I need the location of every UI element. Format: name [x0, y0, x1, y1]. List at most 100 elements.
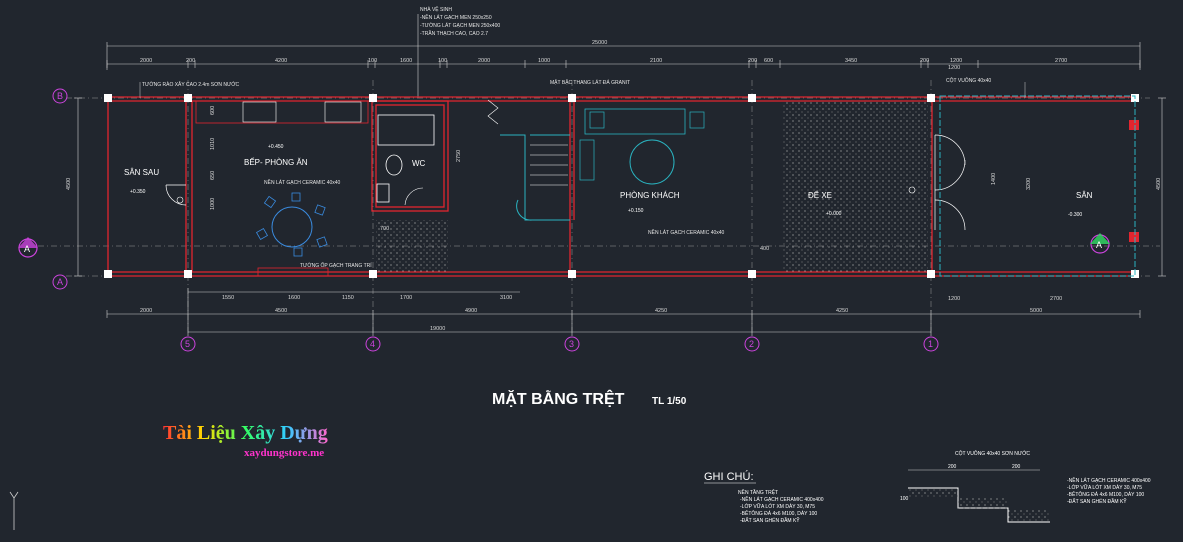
- level-kitchen: +0.450: [268, 144, 284, 150]
- grid-bubble-row-a: A: [52, 274, 68, 290]
- top-dimension-labels: 2000 200 4200 100 1600 100 2000 1000 210…: [140, 58, 1067, 64]
- svg-text:200: 200: [748, 58, 757, 64]
- svg-text:3: 3: [569, 339, 574, 349]
- level-backyard: +0.350: [130, 189, 146, 195]
- svg-text:2700: 2700: [1050, 296, 1062, 302]
- room-label-wc: WC: [412, 159, 426, 168]
- svg-text:1200: 1200: [948, 296, 960, 302]
- svg-text:4250: 4250: [655, 308, 667, 314]
- svg-text:19000: 19000: [430, 326, 445, 332]
- wall-tile-note: TƯỜNG ỐP GẠCH TRANG TRÍ: [300, 262, 372, 269]
- level-living: +0.150: [628, 208, 644, 214]
- svg-text:A: A: [24, 244, 30, 254]
- step-detail: CỘT VUÔNG 40x40 SƠN NƯỚC 200 200 100 -NỀ…: [900, 450, 1151, 523]
- bottom-dimension-chains: [106, 288, 1141, 336]
- svg-text:200: 200: [920, 58, 929, 64]
- legend-notes: GHI CHÚ: NỀN TẦNG TRỆT -NỀN LÁT GẠCH CER…: [704, 470, 824, 524]
- living-room-area: PHÒNG KHÁCH +0.150 NỀN LÁT GẠCH CERAMIC …: [579, 108, 725, 236]
- inner-dimensions: 2750 1200 2700 600 1010 650 1000 700 400…: [210, 65, 1062, 302]
- svg-text:B: B: [57, 91, 63, 101]
- grid-bubble-col-1: 1: [923, 336, 939, 352]
- columns: [104, 94, 1139, 278]
- svg-text:-BÊTÔNG ĐÁ 4x6 M100, DÀY 100: -BÊTÔNG ĐÁ 4x6 M100, DÀY 100: [740, 509, 817, 517]
- bottom-dimension-labels: 1550 1600 1150 1700 3100 2000 4500 4900 …: [140, 295, 1042, 332]
- svg-text:1550: 1550: [222, 295, 234, 301]
- svg-text:2000: 2000: [478, 58, 490, 64]
- section-mark-right: A: [1090, 233, 1110, 254]
- room-label-yard: SÂN: [1076, 191, 1093, 200]
- svg-text:5000: 5000: [1030, 308, 1042, 314]
- svg-text:2700: 2700: [1055, 58, 1067, 64]
- drawing-scale: TL 1/50: [652, 396, 687, 407]
- parking-area: ĐỂ XE +0.000: [782, 101, 928, 272]
- dim-overall-top: 25000: [592, 40, 607, 46]
- section-mark-left: A: [18, 237, 38, 258]
- grid-bubble-col-4: 4: [365, 336, 381, 352]
- svg-text:4250: 4250: [836, 308, 848, 314]
- exterior-walls: [107, 96, 1138, 277]
- backyard-area: SÂN SAU +0.350 TƯỜNG RÀO XÂY CAO 2.4m SƠ…: [124, 81, 240, 206]
- grid-bubble-col-3: 3: [564, 336, 580, 352]
- courtyard-gravel: [376, 220, 448, 272]
- dim-side-right: 4500: [1156, 178, 1162, 190]
- svg-text:-TƯỜNG LÁT GẠCH MEN 250x400: -TƯỜNG LÁT GẠCH MEN 250x400: [420, 22, 500, 29]
- svg-text:CỘT VUÔNG 40x40 SƠN NƯỚC: CỘT VUÔNG 40x40 SƠN NƯỚC: [955, 450, 1030, 457]
- living-floor-note: NỀN LÁT GẠCH CERAMIC 40x40: [648, 229, 725, 236]
- svg-text:1400: 1400: [991, 173, 997, 185]
- svg-text:NỀN TẦNG TRỆT: NỀN TẦNG TRỆT: [738, 488, 778, 496]
- svg-text:100: 100: [368, 58, 377, 64]
- svg-text:-ĐẤT SAN GHÉN ĐẦM KỸ: -ĐẤT SAN GHÉN ĐẦM KỸ: [740, 517, 800, 524]
- level-parking: +0.000: [826, 211, 842, 217]
- svg-text:1700: 1700: [400, 295, 412, 301]
- fence-note: TƯỜNG RÀO XÂY CAO 2.4m SƠN NƯỚC: [142, 81, 240, 88]
- grid-axes: [38, 80, 1160, 336]
- svg-text:3450: 3450: [845, 58, 857, 64]
- svg-text:700: 700: [380, 226, 389, 232]
- svg-text:100: 100: [900, 496, 909, 502]
- svg-text:4: 4: [370, 339, 375, 349]
- svg-text:-BÊTÔNG ĐÁ 4x6 M100, DÀY 100: -BÊTÔNG ĐÁ 4x6 M100, DÀY 100: [1067, 490, 1144, 498]
- svg-text:1200: 1200: [950, 58, 962, 64]
- svg-text:A: A: [57, 277, 63, 287]
- svg-text:-TRẦN THẠCH CAO, CAO 2.7: -TRẦN THẠCH CAO, CAO 2.7: [420, 30, 488, 37]
- svg-text:3100: 3100: [500, 295, 512, 301]
- kitchen-floor-note: NỀN LÁT GẠCH CERAMIC 40x40: [264, 179, 341, 186]
- svg-text:A: A: [1096, 240, 1102, 250]
- svg-text:650: 650: [210, 171, 216, 180]
- svg-text:xaydungstore.me: xaydungstore.me: [244, 447, 324, 459]
- top-dimension-overall: [106, 42, 1141, 70]
- top-note: NHÀ VỆ SINH -NỀN LÁT GẠCH MEN 250x250 -T…: [417, 5, 500, 98]
- grid-bubble-col-2: 2: [744, 336, 760, 352]
- svg-text:3200: 3200: [1026, 178, 1032, 190]
- wc-area: WC: [376, 114, 448, 272]
- svg-text:1150: 1150: [342, 295, 354, 301]
- column-note: CỘT VUÔNG 40x40: [946, 77, 991, 84]
- front-yard-area: SÂN -0.300 CỘT VUÔNG 40x40: [939, 77, 1136, 277]
- svg-text:600: 600: [764, 58, 773, 64]
- drawing-title: MẶT BẰNG TRỆT: [492, 389, 625, 408]
- svg-text:1600: 1600: [400, 58, 412, 64]
- ucs-axis-icon: [9, 491, 19, 530]
- grid-bubble-row-b: B: [52, 88, 68, 104]
- side-dimension-right: [1158, 97, 1166, 277]
- svg-text:-ĐẤT SAN GHÉN ĐẦM KỸ: -ĐẤT SAN GHÉN ĐẦM KỸ: [1067, 498, 1127, 505]
- svg-text:1200: 1200: [948, 65, 960, 71]
- svg-text:200: 200: [186, 58, 195, 64]
- svg-text:1: 1: [928, 339, 933, 349]
- room-label-kitchen: BẾP- PHÒNG ĂN: [244, 157, 308, 167]
- svg-text:4200: 4200: [275, 58, 287, 64]
- svg-text:2100: 2100: [650, 58, 662, 64]
- svg-text:4900: 4900: [465, 308, 477, 314]
- svg-text:-NỀN LÁT GẠCH CERAMIC 400x400: -NỀN LÁT GẠCH CERAMIC 400x400: [740, 496, 824, 503]
- grid-bubble-col-5: 5: [180, 336, 196, 352]
- watermark-logo: Tài Liệu Xây Dựng xaydungstore.me: [163, 422, 328, 459]
- dim-side-left: 4500: [66, 178, 72, 190]
- svg-text:4500: 4500: [275, 308, 287, 314]
- svg-text:1010: 1010: [210, 138, 216, 150]
- svg-text:NHÀ VỆ SINH: NHÀ VỆ SINH: [420, 5, 452, 13]
- svg-text:-LỚP VỮA LÓT XM DÀY 30, M75: -LỚP VỮA LÓT XM DÀY 30, M75: [740, 503, 815, 510]
- level-yard: -0.300: [1068, 212, 1082, 218]
- svg-text:1000: 1000: [538, 58, 550, 64]
- svg-text:200: 200: [948, 464, 957, 470]
